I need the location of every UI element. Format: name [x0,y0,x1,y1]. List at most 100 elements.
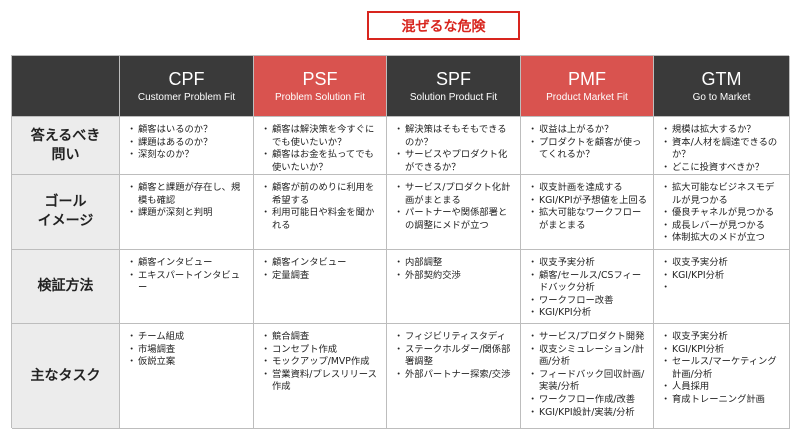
list-item: 体制拡大のメドが立つ [661,232,783,245]
list-item: サービス/プロダクト化計画がまとまる [394,182,514,207]
list-item: 拡大可能なビジネスモデルが見つかる [661,182,783,207]
column-full-name: Customer Problem Fit [137,91,236,103]
list-item: 課題が深刻と判明 [127,207,247,220]
bullet-list: 顧客インタビュー定量調査 [261,257,380,283]
list-item: 規模は拡大するか？ [661,124,783,137]
column-full-name: Solution Product Fit [409,91,498,103]
list-item: 利用可能日や料金を聞かれる [261,207,380,232]
list-item: 収支シミュレーション/計画/分析 [528,344,647,369]
list-item: モックアップ/MVP作成 [261,356,380,369]
table-corner [12,56,120,117]
list-item: 外部パートナー探索/交渉 [394,369,514,382]
bullet-list: 収支計画を達成するKGI/KPIが予想値を上回る拡大可能なワークフローがまとまる [528,182,647,232]
column-abbr: PMF [568,68,606,89]
row-header: 主なタスク [12,324,120,429]
table-cell: 拡大可能なビジネスモデルが見つかる優良チャネルが見つかる成長レバーが見つかる体制… [654,175,790,250]
bullet-list: サービス/プロダクト開発収支シミュレーション/計画/分析フィードバック回収計画/… [528,331,647,420]
bullet-list: 解決策はそもそもできるのか？サービスやプロダクト化ができるか？ [394,124,514,174]
list-item: 収支予実分析 [661,257,783,270]
list-item: 収支予実分析 [528,257,647,270]
bullet-list: 顧客と課題が存在し、規模も確認課題が深刻と判明 [127,182,247,220]
list-item: 定量調査 [261,270,380,283]
list-item: エキスパートインタビュー [127,270,247,295]
list-item: コンセプト作成 [261,344,380,357]
bullet-list: フィジビリティスタディステークホルダー/関係部署調整外部パートナー探索/交渉 [394,331,514,382]
list-item: 顧客/セールス/CSフィードバック分析 [528,270,647,295]
fit-framework-table: CPF Customer Problem Fit PSF Problem Soluti… [11,55,790,429]
table-cell: 解決策はそもそもできるのか？サービスやプロダクト化ができるか？ [387,117,521,175]
column-header-gtm: GTM Go to Market [654,56,790,117]
list-item: 外部契約交渉 [394,270,514,283]
table-cell: フィジビリティスタディステークホルダー/関係部署調整外部パートナー探索/交渉 [387,324,521,429]
list-item: どこに投資すべきか？ [661,162,783,174]
list-item: KGI/KPI分析 [528,307,647,320]
column-abbr: PSF [302,68,338,89]
bullet-list: 拡大可能なビジネスモデルが見つかる優良チャネルが見つかる成長レバーが見つかる体制… [661,182,783,245]
bullet-list: チーム組成市場調査仮説立案 [127,331,247,369]
table-cell: 顧客と課題が存在し、規模も確認課題が深刻と判明 [120,175,254,250]
column-header-psf: PSF Problem Solution Fit [254,56,387,117]
column-abbr: SPF [435,68,471,89]
list-item: 市場調査 [127,344,247,357]
list-item: 競合調査 [261,331,380,344]
list-item: 成長レバーが見つかる [661,220,783,233]
table-cell: チーム組成市場調査仮説立案 [120,324,254,429]
table-cell: 顧客が前のめりに利用を希望する利用可能日や料金を聞かれる [254,175,387,250]
table-cell: 収支予実分析KGI/KPI分析 [654,250,790,324]
list-item: 顧客と課題が存在し、規模も確認 [127,182,247,207]
column-header-pmf: PMF Product Market Fit [521,56,654,117]
list-item: 人員採用 [661,381,783,394]
list-item: 顧客が前のめりに利用を希望する [261,182,380,207]
list-item: 収支予実分析 [661,331,783,344]
list-item: 顧客はいるのか？ [127,124,247,137]
column-full-name: Go to Market [692,91,751,103]
list-item: KGI/KPI分析 [661,344,783,357]
column-full-name: Problem Solution Fit [274,91,366,103]
table-cell: サービス/プロダクト化計画がまとまるパートナーや関係部署との調整にメドが立つ [387,175,521,250]
bullet-list: 競合調査コンセプト作成モックアップ/MVP作成営業資料/プレスリリース作成 [261,331,380,394]
list-item: 解決策はそもそもできるのか？ [394,124,514,149]
list-item: フィジビリティスタディ [394,331,514,344]
list-item: 顧客は解決策を今すぐにでも使いたいか？ [261,124,380,149]
table-cell: 内部調整外部契約交渉 [387,250,521,324]
list-item: 優良チャネルが見つかる [661,207,783,220]
list-item: 育成トレーニング計画 [661,394,783,407]
list-item: サービス/プロダクト開発 [528,331,647,344]
table-cell: 規模は拡大するか？資本/人材を調達できるのか？どこに投資すべきか？ [654,117,790,175]
column-abbr: GTM [701,68,742,89]
table-cell: 顧客インタビューエキスパートインタビュー [120,250,254,324]
bullet-list: 顧客は解決策を今すぐにでも使いたいか？顧客はお金を払ってでも使いたいか？ [261,124,380,174]
list-item: 収支計画を達成する [528,182,647,195]
list-item: 顧客インタビュー [127,257,247,270]
table-cell: サービス/プロダクト開発収支シミュレーション/計画/分析フィードバック回収計画/… [521,324,654,429]
column-abbr: CPF [168,68,205,89]
list-item: 資本/人材を調達できるのか？ [661,137,783,162]
bullet-list: 収支予実分析顧客/セールス/CSフィードバック分析ワークフロー改善KGI/KPI… [528,257,647,320]
column-header-spf: SPF Solution Product Fit [387,56,521,117]
table-cell: 収益は上がるか？プロダクトを顧客が使ってくれるか？ [521,117,654,175]
row-header: 検証方法 [12,250,120,324]
list-item: 深刻なのか？ [127,149,247,162]
bullet-list: サービス/プロダクト化計画がまとまるパートナーや関係部署との調整にメドが立つ [394,182,514,232]
list-item: ワークフロー改善 [528,295,647,308]
list-item: 内部調整 [394,257,514,270]
list-item: KGI/KPI設計/実装/分析 [528,407,647,420]
column-full-name: Product Market Fit [546,91,628,103]
list-item: パートナーや関係部署との調整にメドが立つ [394,207,514,232]
row-header: ゴール イメージ [12,175,120,250]
bullet-list: 規模は拡大するか？資本/人材を調達できるのか？どこに投資すべきか？ [661,124,783,174]
list-item: 課題はあるのか？ [127,137,247,150]
list-item: ステークホルダー/関係部署調整 [394,344,514,369]
table-cell: 競合調査コンセプト作成モックアップ/MVP作成営業資料/プレスリリース作成 [254,324,387,429]
list-item: プロダクトを顧客が使ってくれるか？ [528,137,647,162]
list-item: KGI/KPI分析 [661,270,783,283]
list-item: チーム組成 [127,331,247,344]
table-cell: 収支予実分析KGI/KPI分析セールス/マーケティング計画/分析人員採用育成トレ… [654,324,790,429]
table-cell: 顧客は解決策を今すぐにでも使いたいか？顧客はお金を払ってでも使いたいか？ [254,117,387,175]
danger-banner-label: 混ぜるな危険 [401,18,486,35]
bullet-list: 収益は上がるか？プロダクトを顧客が使ってくれるか？ [528,124,647,162]
list-item: 拡大可能なワークフローがまとまる [528,207,647,232]
bullet-list: 内部調整外部契約交渉 [394,257,514,283]
list-item: KGI/KPIが予想値を上回る [528,195,647,208]
bullet-list: 顧客が前のめりに利用を希望する利用可能日や料金を聞かれる [261,182,380,232]
